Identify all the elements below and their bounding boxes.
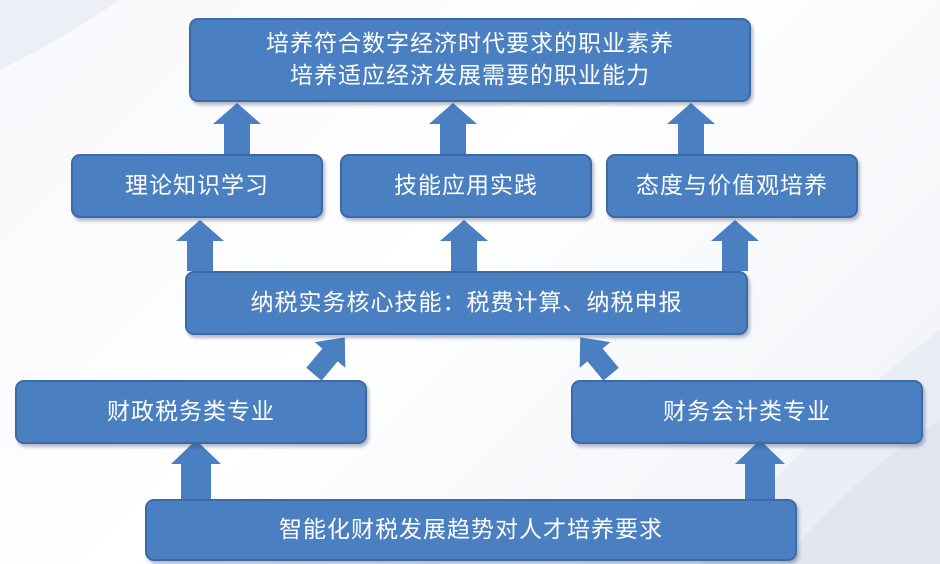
arrow-core-to-skills [440, 220, 488, 271]
goal-line-2: 培养适应经济发展需要的职业能力 [290, 63, 650, 89]
finance-tax-major-label: 财政税务类专业 [107, 399, 275, 425]
goal-line-1: 培养符合数字经济时代要求的职业素养 [266, 31, 674, 57]
finance-tax-major-box: 财政税务类专业 [15, 380, 367, 444]
arrow-core-to-attitude [711, 220, 759, 271]
core-skills-label: 纳税实务核心技能：税费计算、纳税申报 [250, 290, 683, 316]
goal-box: 培养符合数字经济时代要求的职业素养 培养适应经济发展需要的职业能力 [189, 18, 751, 102]
arrow-core-to-theory [176, 220, 224, 271]
arrow-accounting-to-core [579, 337, 619, 381]
arrow-theory-to-goal [213, 103, 261, 154]
skills-label: 技能应用实践 [394, 173, 538, 199]
theory-box: 理论知识学习 [71, 154, 323, 218]
skills-box: 技能应用实践 [340, 154, 592, 218]
arrow-base-to-accounting [735, 440, 785, 499]
theory-label: 理论知识学习 [125, 173, 269, 199]
accounting-major-label: 财务会计类专业 [663, 399, 831, 425]
arrow-attitude-to-goal [667, 103, 715, 154]
base-trend-label: 智能化财税发展趋势对人才培养要求 [279, 517, 663, 543]
arrow-finance-tax-to-core [306, 337, 346, 381]
attitude-label: 态度与价值观培养 [636, 173, 828, 199]
attitude-box: 态度与价值观培养 [606, 154, 858, 218]
arrow-skills-to-goal [429, 103, 477, 154]
core-skills-box: 纳税实务核心技能：税费计算、纳税申报 [185, 271, 748, 335]
arrow-base-to-finance-tax [171, 440, 221, 499]
base-trend-box: 智能化财税发展趋势对人才培养要求 [145, 499, 797, 561]
accounting-major-box: 财务会计类专业 [571, 380, 923, 444]
